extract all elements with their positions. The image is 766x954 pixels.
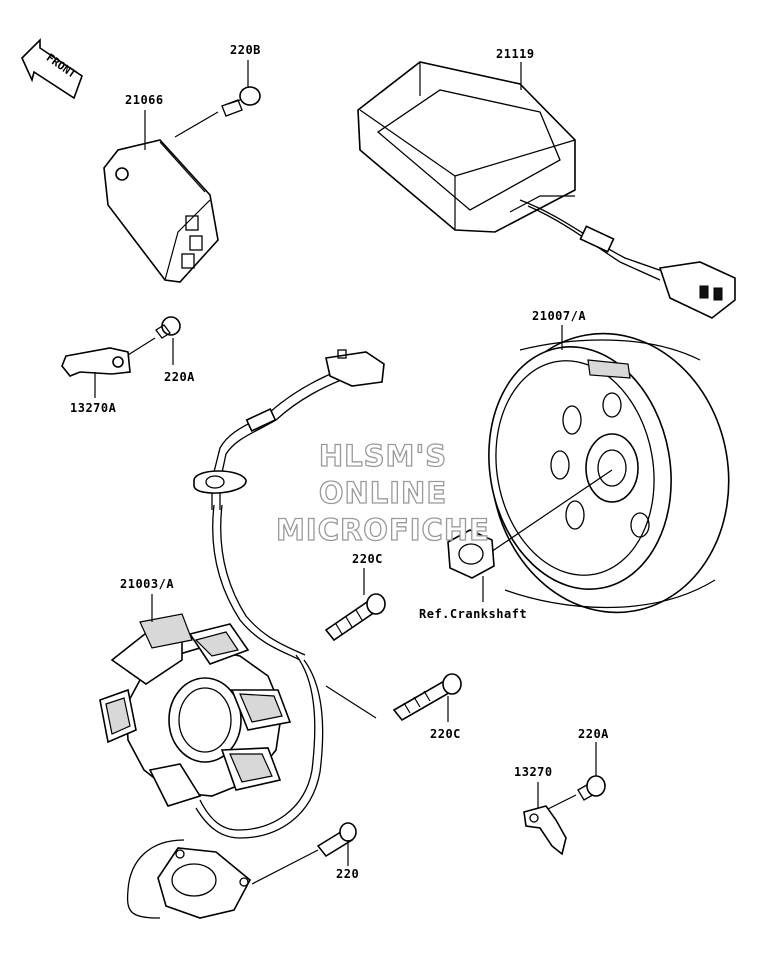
front-arrow-icon: FRONT	[21, 38, 83, 100]
bolt-220	[316, 822, 357, 858]
label-ref-crankshaft: Ref.Crankshaft	[419, 607, 527, 621]
regulator-21066	[103, 139, 219, 283]
flywheel-21007a	[488, 332, 730, 614]
label-220b: 220B	[230, 43, 261, 57]
cdi-unit-21119	[357, 61, 736, 319]
bolt-220a-bottom	[577, 775, 606, 801]
pickup-coil	[126, 839, 252, 919]
watermark-line1: HLSM'S	[319, 439, 447, 473]
label-220a-top: 220A	[164, 370, 195, 384]
label-21119: 21119	[496, 47, 535, 61]
watermark-line3: MICROFICHE	[276, 513, 490, 547]
label-21066: 21066	[125, 93, 164, 107]
watermark-line2: ONLINE	[319, 476, 447, 510]
bolt-220c-upper	[324, 593, 386, 642]
plate-13270a	[61, 347, 131, 377]
label-220a-bottom: 220A	[578, 727, 609, 741]
label-220: 220	[336, 867, 359, 881]
crankshaft-nut	[447, 529, 495, 579]
label-21007a: 21007/A	[532, 309, 586, 323]
bolt-220a-top	[155, 316, 181, 339]
stator-21003a	[99, 613, 292, 807]
label-13270a: 13270A	[70, 401, 117, 415]
stator-wiring	[193, 349, 385, 839]
plate-13270	[523, 805, 567, 856]
label-21003a: 21003/A	[120, 577, 174, 591]
bolt-220c-lower	[392, 673, 462, 722]
bolt-220b	[221, 86, 261, 117]
label-220c-upper: 220C	[352, 552, 383, 566]
label-220c-lower: 220C	[430, 727, 461, 741]
label-13270: 13270	[514, 765, 553, 779]
